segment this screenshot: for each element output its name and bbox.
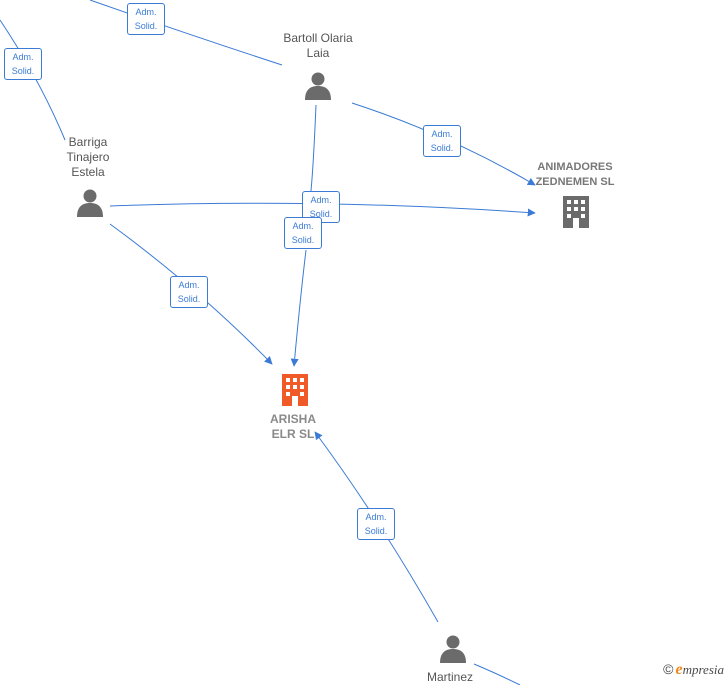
brand-logo: ©empresia [663,661,724,679]
edge-bartoll-to-arisha-2 [290,249,307,367]
building-icon[interactable] [282,374,308,406]
edge-badge[interactable]: Adm.Solid. [357,508,395,540]
node-label-barriga: Barriga Tinajero Estela [66,135,110,179]
edge-topleft-to-barriga [0,19,66,141]
brand-name: mpresia [682,662,724,677]
copyright-symbol: © [663,661,674,677]
edge-badge[interactable]: Adm.Solid. [284,217,322,249]
person-icon[interactable] [440,635,466,664]
building-icon[interactable] [563,196,589,228]
edge-badge[interactable]: Adm.Solid. [4,48,42,80]
node-label-animadores: ANIMADORES ZEDNEMEN SL [535,161,615,188]
person-icon[interactable] [77,189,103,218]
person-icon[interactable] [305,72,331,101]
node-label-arisha: ARISHA ELR SL [269,412,316,441]
node-label-bartoll: Bartoll Olaria Laia [283,31,353,60]
node-label-martinez: Martinez [426,670,473,684]
brand-initial: e [675,661,683,678]
edge-top-to-bartoll [89,0,283,66]
edge-martinez-to-offscreen [473,663,521,685]
edge-badge[interactable]: Adm.Solid. [127,3,165,35]
edge-badge[interactable]: Adm.Solid. [170,276,208,308]
edge-badge[interactable]: Adm.Solid. [423,125,461,157]
